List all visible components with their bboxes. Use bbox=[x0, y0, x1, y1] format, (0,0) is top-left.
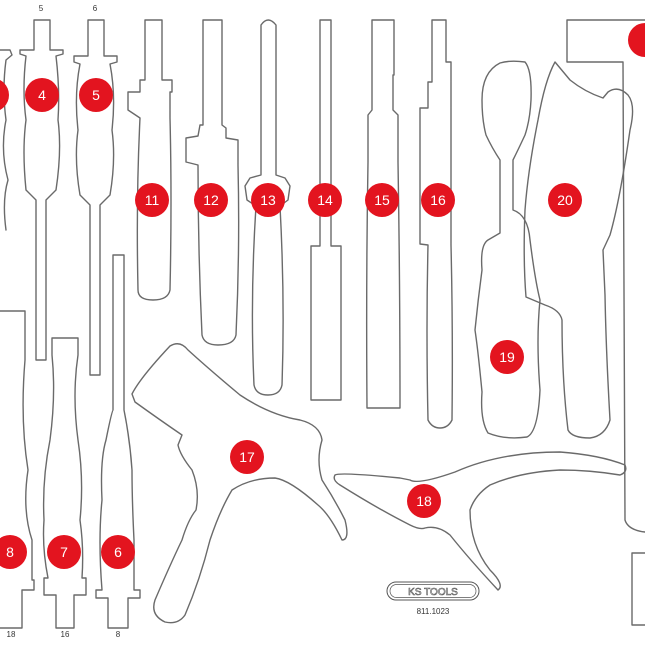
tool-slot-11 bbox=[127, 19, 173, 301]
tool-slot-13 bbox=[244, 19, 291, 396]
tool-slot-16 bbox=[419, 19, 454, 429]
tool-slot-18 bbox=[333, 451, 627, 591]
tool-slot-8 bbox=[0, 310, 35, 629]
callout-badge: 15 bbox=[365, 183, 399, 217]
size-label: 8 bbox=[115, 630, 121, 639]
tool-slot-15 bbox=[365, 19, 401, 409]
callout-badge: 18 bbox=[407, 484, 441, 518]
callout-badge: 13 bbox=[251, 183, 285, 217]
tool-slot-20 bbox=[523, 61, 634, 439]
size-label: 5 bbox=[38, 4, 44, 13]
tool-slot-17 bbox=[131, 343, 348, 624]
tool-slot-3 bbox=[0, 49, 13, 231]
callout-badge: 5 bbox=[79, 78, 113, 112]
size-label: 18 bbox=[6, 630, 16, 639]
callout-badge: 20 bbox=[548, 183, 582, 217]
callout-badge: 17 bbox=[230, 440, 264, 474]
callout-badge: 11 bbox=[135, 183, 169, 217]
ks-tools-logo: KS TOOLS bbox=[386, 581, 480, 601]
callout-badge: 7 bbox=[47, 535, 81, 569]
tool-slot-19 bbox=[474, 60, 541, 439]
callout-badge: 16 bbox=[421, 183, 455, 217]
tool-slot-4 bbox=[19, 19, 64, 361]
tool-slot-6 bbox=[95, 254, 141, 629]
callout-badge: 6 bbox=[101, 535, 135, 569]
size-label: 6 bbox=[92, 4, 98, 13]
part-number: 811.1023 bbox=[416, 607, 450, 616]
tool-slot-top-right bbox=[566, 19, 645, 533]
tool-slot-bottom-right bbox=[631, 552, 645, 626]
callout-badge bbox=[628, 23, 645, 57]
callout-badge: 19 bbox=[490, 340, 524, 374]
callout-badge: 4 bbox=[25, 78, 59, 112]
tool-slot-14 bbox=[310, 19, 342, 401]
callout-badge: 8 bbox=[0, 535, 27, 569]
callout-badge: 14 bbox=[308, 183, 342, 217]
size-label: 16 bbox=[60, 630, 70, 639]
tool-slot-5 bbox=[73, 19, 118, 376]
tool-slot-7 bbox=[42, 337, 87, 629]
callout-badge bbox=[0, 78, 9, 112]
callout-badge: 12 bbox=[194, 183, 228, 217]
logo-text: KS TOOLS bbox=[408, 587, 458, 598]
